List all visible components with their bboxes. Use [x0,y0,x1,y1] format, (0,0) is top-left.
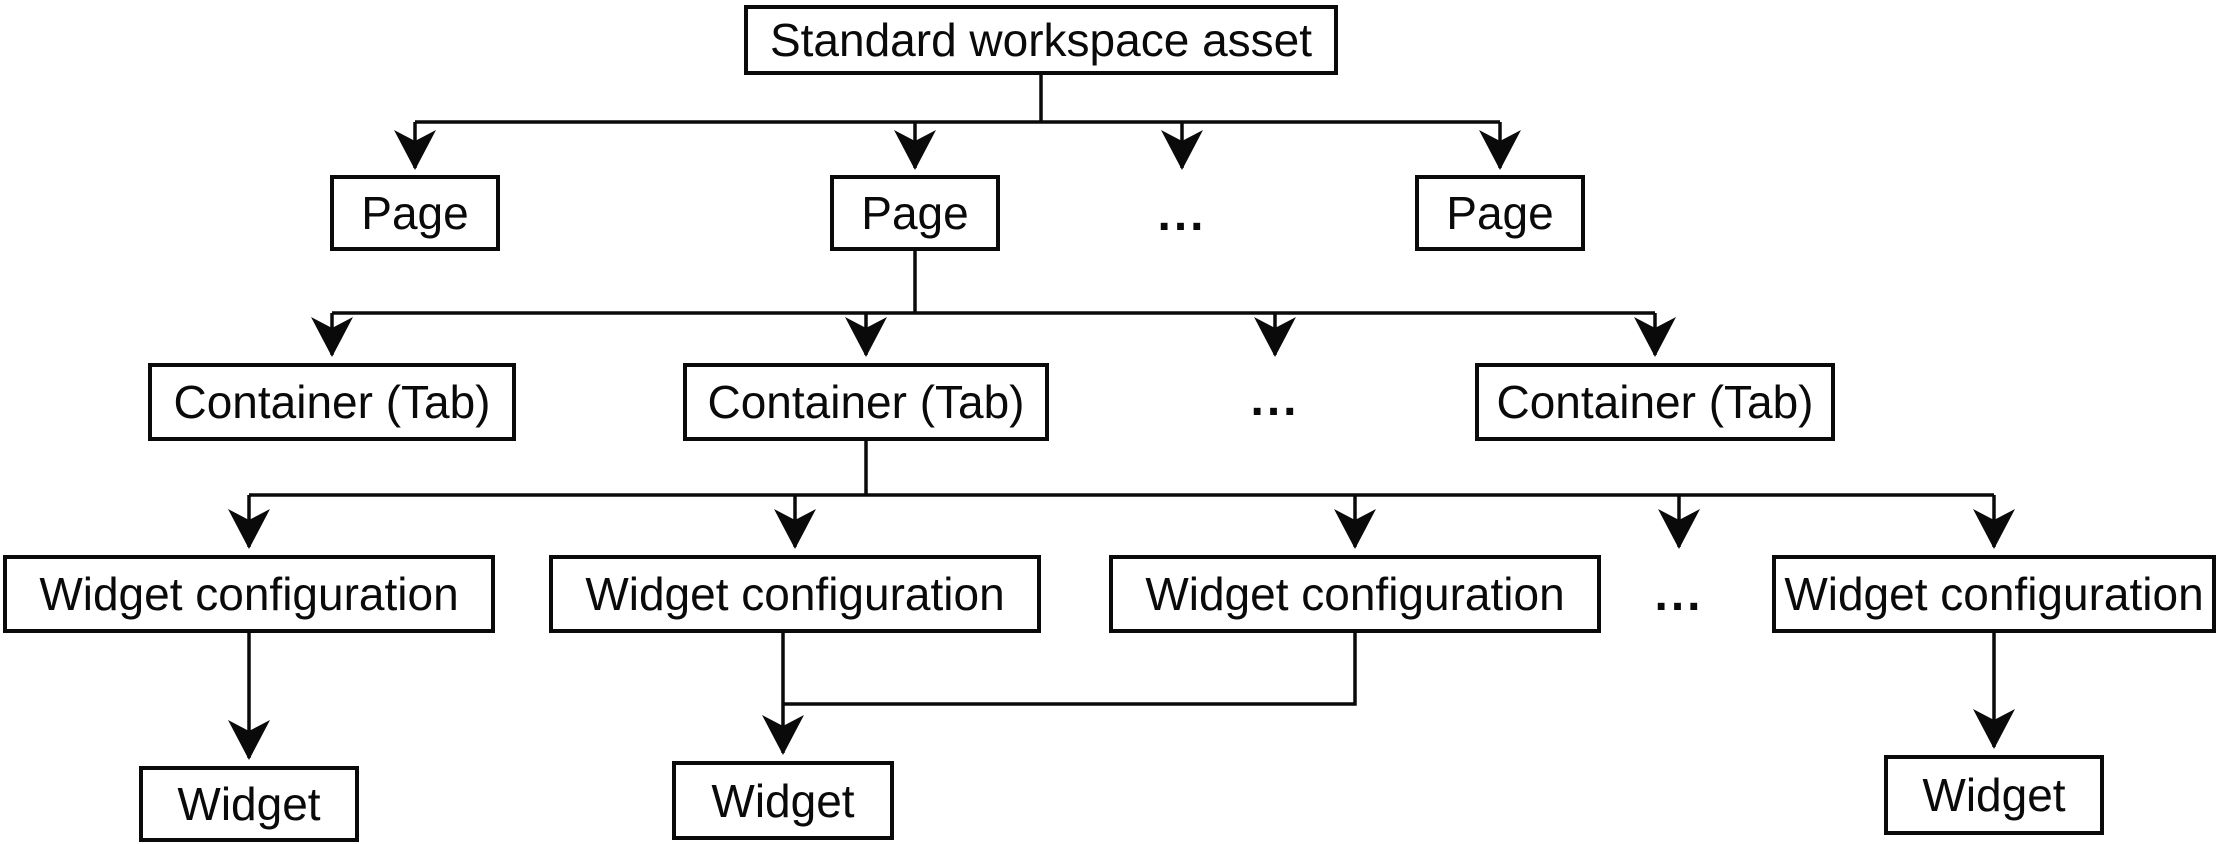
node-standard-workspace-asset: Standard workspace asset [744,5,1338,75]
node-label: Widget [711,774,855,827]
node-container-tab-1: Container (Tab) [148,363,516,441]
node-label: Container (Tab) [707,376,1025,428]
node-page-1: Page [330,175,500,251]
node-widget-configuration-4: Widget configuration [1772,555,2216,633]
node-widget-1: Widget [139,766,359,842]
containers-ellipsis: ... [1250,373,1300,426]
node-label: Page [861,187,969,239]
node-label: Page [361,187,469,239]
node-label: Standard workspace asset [769,14,1313,66]
node-label: Widget configuration [585,568,1005,620]
node-widget-2: Widget [672,761,894,840]
widget-configurations-ellipsis: ... [1654,568,1704,621]
node-label: Container (Tab) [173,376,491,428]
node-widget-configuration-1: Widget configuration [3,555,495,633]
node-widget-3: Widget [1884,755,2104,835]
pages-ellipsis: ... [1157,188,1207,241]
node-page-3: Page [1415,175,1585,251]
node-label: Widget [1922,769,2066,821]
node-label: Widget configuration [39,568,459,620]
node-label: Widget configuration [1145,568,1565,620]
node-container-tab-3: Container (Tab) [1475,363,1835,441]
node-label: Container (Tab) [1496,376,1814,428]
node-label: Page [1446,187,1554,239]
node-container-tab-2: Container (Tab) [683,363,1049,441]
node-label: Widget configuration [1784,568,2204,620]
node-label: Widget [177,778,321,830]
node-widget-configuration-3: Widget configuration [1109,555,1601,633]
node-page-2: Page [830,175,1000,251]
edge-widgetconfig3-merge-elbow [783,633,1357,706]
node-widget-configuration-2: Widget configuration [549,555,1041,633]
